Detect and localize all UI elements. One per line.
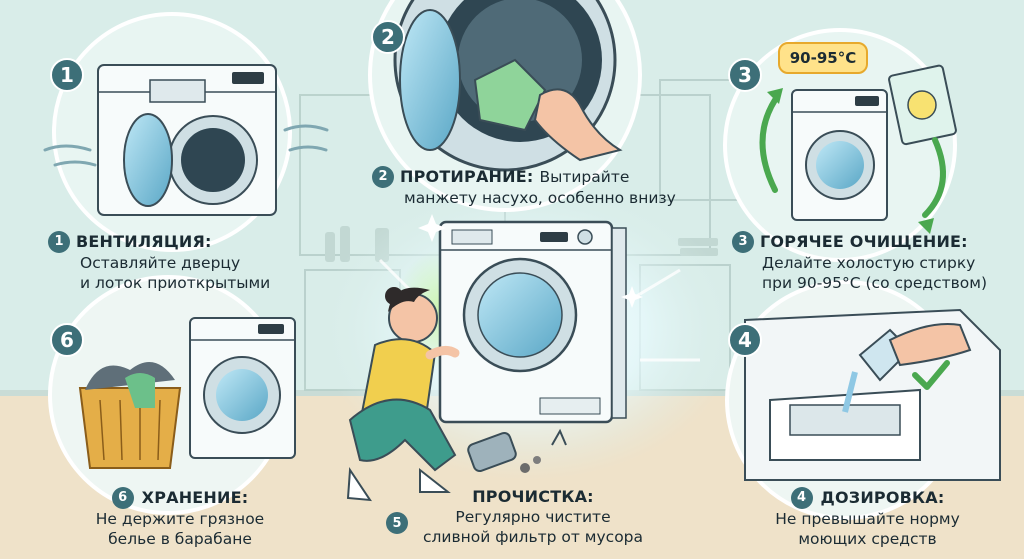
tip-wiping: 2 ПРОТИРАНИЕ: Вытирайте манжету насухо, … bbox=[372, 166, 712, 208]
tip-wiping-num: 2 bbox=[372, 166, 394, 188]
detergent-dispenser bbox=[744, 308, 1001, 481]
tip-storage-num: 6 bbox=[111, 487, 134, 509]
hot-cleaning-scene bbox=[791, 64, 957, 221]
tip-ventilation-line2: и лоток приоткрытыми bbox=[80, 274, 271, 292]
step-badge-3: 3 bbox=[728, 58, 762, 92]
washer-main bbox=[438, 220, 627, 424]
cycle-arrow-icon bbox=[759, 97, 946, 218]
tip-dosage-line1: Не превышайте норму bbox=[775, 510, 960, 528]
woman-cleaning-filter bbox=[346, 287, 567, 502]
washer-open-door bbox=[97, 64, 277, 216]
tip-ventilation-num: 1 bbox=[48, 231, 70, 253]
tip-filter-cleaning-title: ПРОЧИСТКА: bbox=[472, 487, 594, 506]
wind-icon bbox=[43, 124, 329, 167]
step-badge-1: 1 bbox=[50, 58, 84, 92]
tip-storage-line1: Не держите грязное bbox=[95, 510, 265, 528]
tip-dosage: 4 ДОЗИРОВКА: Не превышайте норму моющих … bbox=[725, 487, 1010, 549]
lemon-icon bbox=[907, 90, 937, 120]
tip-filter-cleaning-num: 5 bbox=[386, 512, 408, 534]
tip-hot-cleaning-title: ГОРЯЧЕЕ ОЧИЩЕНИЕ: bbox=[760, 232, 968, 251]
step-badge-2: 2 bbox=[371, 20, 405, 54]
step-badge-4: 4 bbox=[728, 323, 762, 357]
step-badge-6: 6 bbox=[50, 323, 84, 357]
tip-storage: 6 ХРАНЕНИЕ: Не держите грязное белье в б… bbox=[45, 487, 315, 549]
tip-dosage-line2: моющих средств bbox=[798, 530, 937, 548]
temperature-badge: 90-95°C bbox=[778, 42, 868, 74]
tip-hot-cleaning-num: 3 bbox=[732, 231, 754, 253]
tip-wiping-line1: Вытирайте bbox=[539, 168, 630, 186]
tip-hot-cleaning-line1: Делайте холостую стирку bbox=[762, 254, 976, 272]
tip-dosage-title: ДОЗИРОВКА: bbox=[820, 488, 945, 507]
tip-ventilation: 1 ВЕНТИЛЯЦИЯ: Оставляйте дверцу и лоток … bbox=[48, 231, 318, 293]
tip-dosage-num: 4 bbox=[790, 487, 813, 509]
tip-filter-cleaning-line1: Регулярно чистите bbox=[455, 508, 611, 526]
tip-filter-cleaning-line2: сливной фильтр от мусора bbox=[422, 528, 644, 546]
tip-hot-cleaning: 3 ГОРЯЧЕЕ ОЧИЩЕНИЕ: Делайте холостую сти… bbox=[732, 231, 1017, 293]
gasket-wiping-scene bbox=[393, 0, 623, 172]
tip-wiping-line2: манжету насухо, особенно внизу bbox=[404, 189, 676, 207]
check-icon bbox=[912, 360, 950, 390]
laundry-basket bbox=[78, 362, 182, 469]
tip-storage-title: ХРАНЕНИЕ: bbox=[141, 488, 249, 507]
sparkle-icon bbox=[418, 214, 643, 308]
washer-storage bbox=[189, 317, 296, 459]
tip-filter-cleaning: ПРОЧИСТКА: Регулярно чистите сливной фил… bbox=[398, 487, 668, 547]
tip-ventilation-title: ВЕНТИЛЯЦИЯ: bbox=[76, 232, 212, 251]
tip-wiping-title: ПРОТИРАНИЕ: bbox=[400, 167, 534, 186]
tip-storage-line2: белье в барабане bbox=[108, 530, 252, 548]
tip-ventilation-line1: Оставляйте дверцу bbox=[80, 254, 241, 272]
tip-hot-cleaning-line2: при 90-95°C (со средством) bbox=[762, 274, 988, 292]
